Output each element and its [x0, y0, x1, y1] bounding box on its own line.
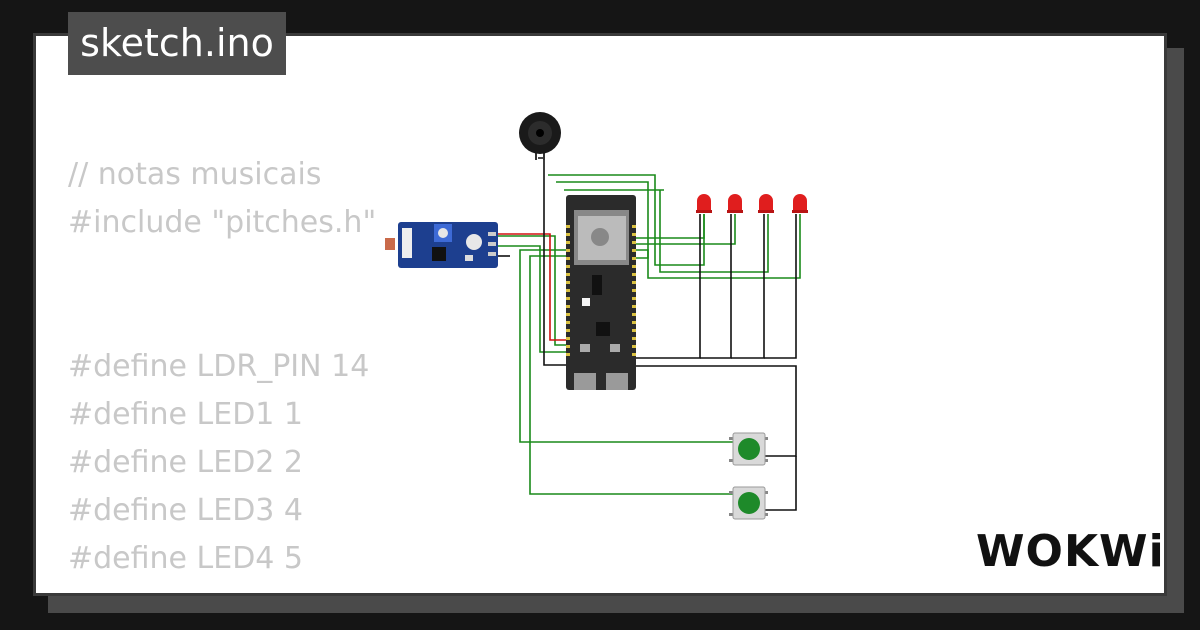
wire-group-red: [496, 233, 568, 341]
code-line: #include "pitches.h": [68, 205, 377, 240]
led-3-component[interactable]: [758, 194, 774, 213]
ldr-module-component[interactable]: [385, 222, 498, 268]
code-line: #define LED1 1: [68, 397, 304, 432]
led-4-component[interactable]: [792, 194, 808, 213]
buzzer-component[interactable]: [519, 112, 561, 160]
code-line: #define LED4 5: [68, 541, 304, 576]
file-name-tab[interactable]: sketch.ino: [68, 12, 286, 75]
wire-group-black: [496, 157, 797, 511]
wokwi-logo: WOKWi: [976, 526, 1165, 577]
code-line: #define LDR_PIN 14: [68, 349, 370, 384]
led-1-component[interactable]: [696, 194, 712, 213]
pushbutton-2-component[interactable]: [729, 486, 768, 520]
code-line: #define ...: [68, 583, 376, 593]
esp32-board-component[interactable]: [566, 195, 636, 390]
led-2-component[interactable]: [727, 194, 743, 213]
code-preview: // notas musicais #include "pitches.h" #…: [68, 151, 377, 593]
code-line: #define LED3 4: [68, 493, 304, 528]
pushbutton-1-component[interactable]: [729, 432, 768, 466]
code-line: #define LED2 2: [68, 445, 304, 480]
code-line: // notas musicais: [68, 157, 322, 192]
